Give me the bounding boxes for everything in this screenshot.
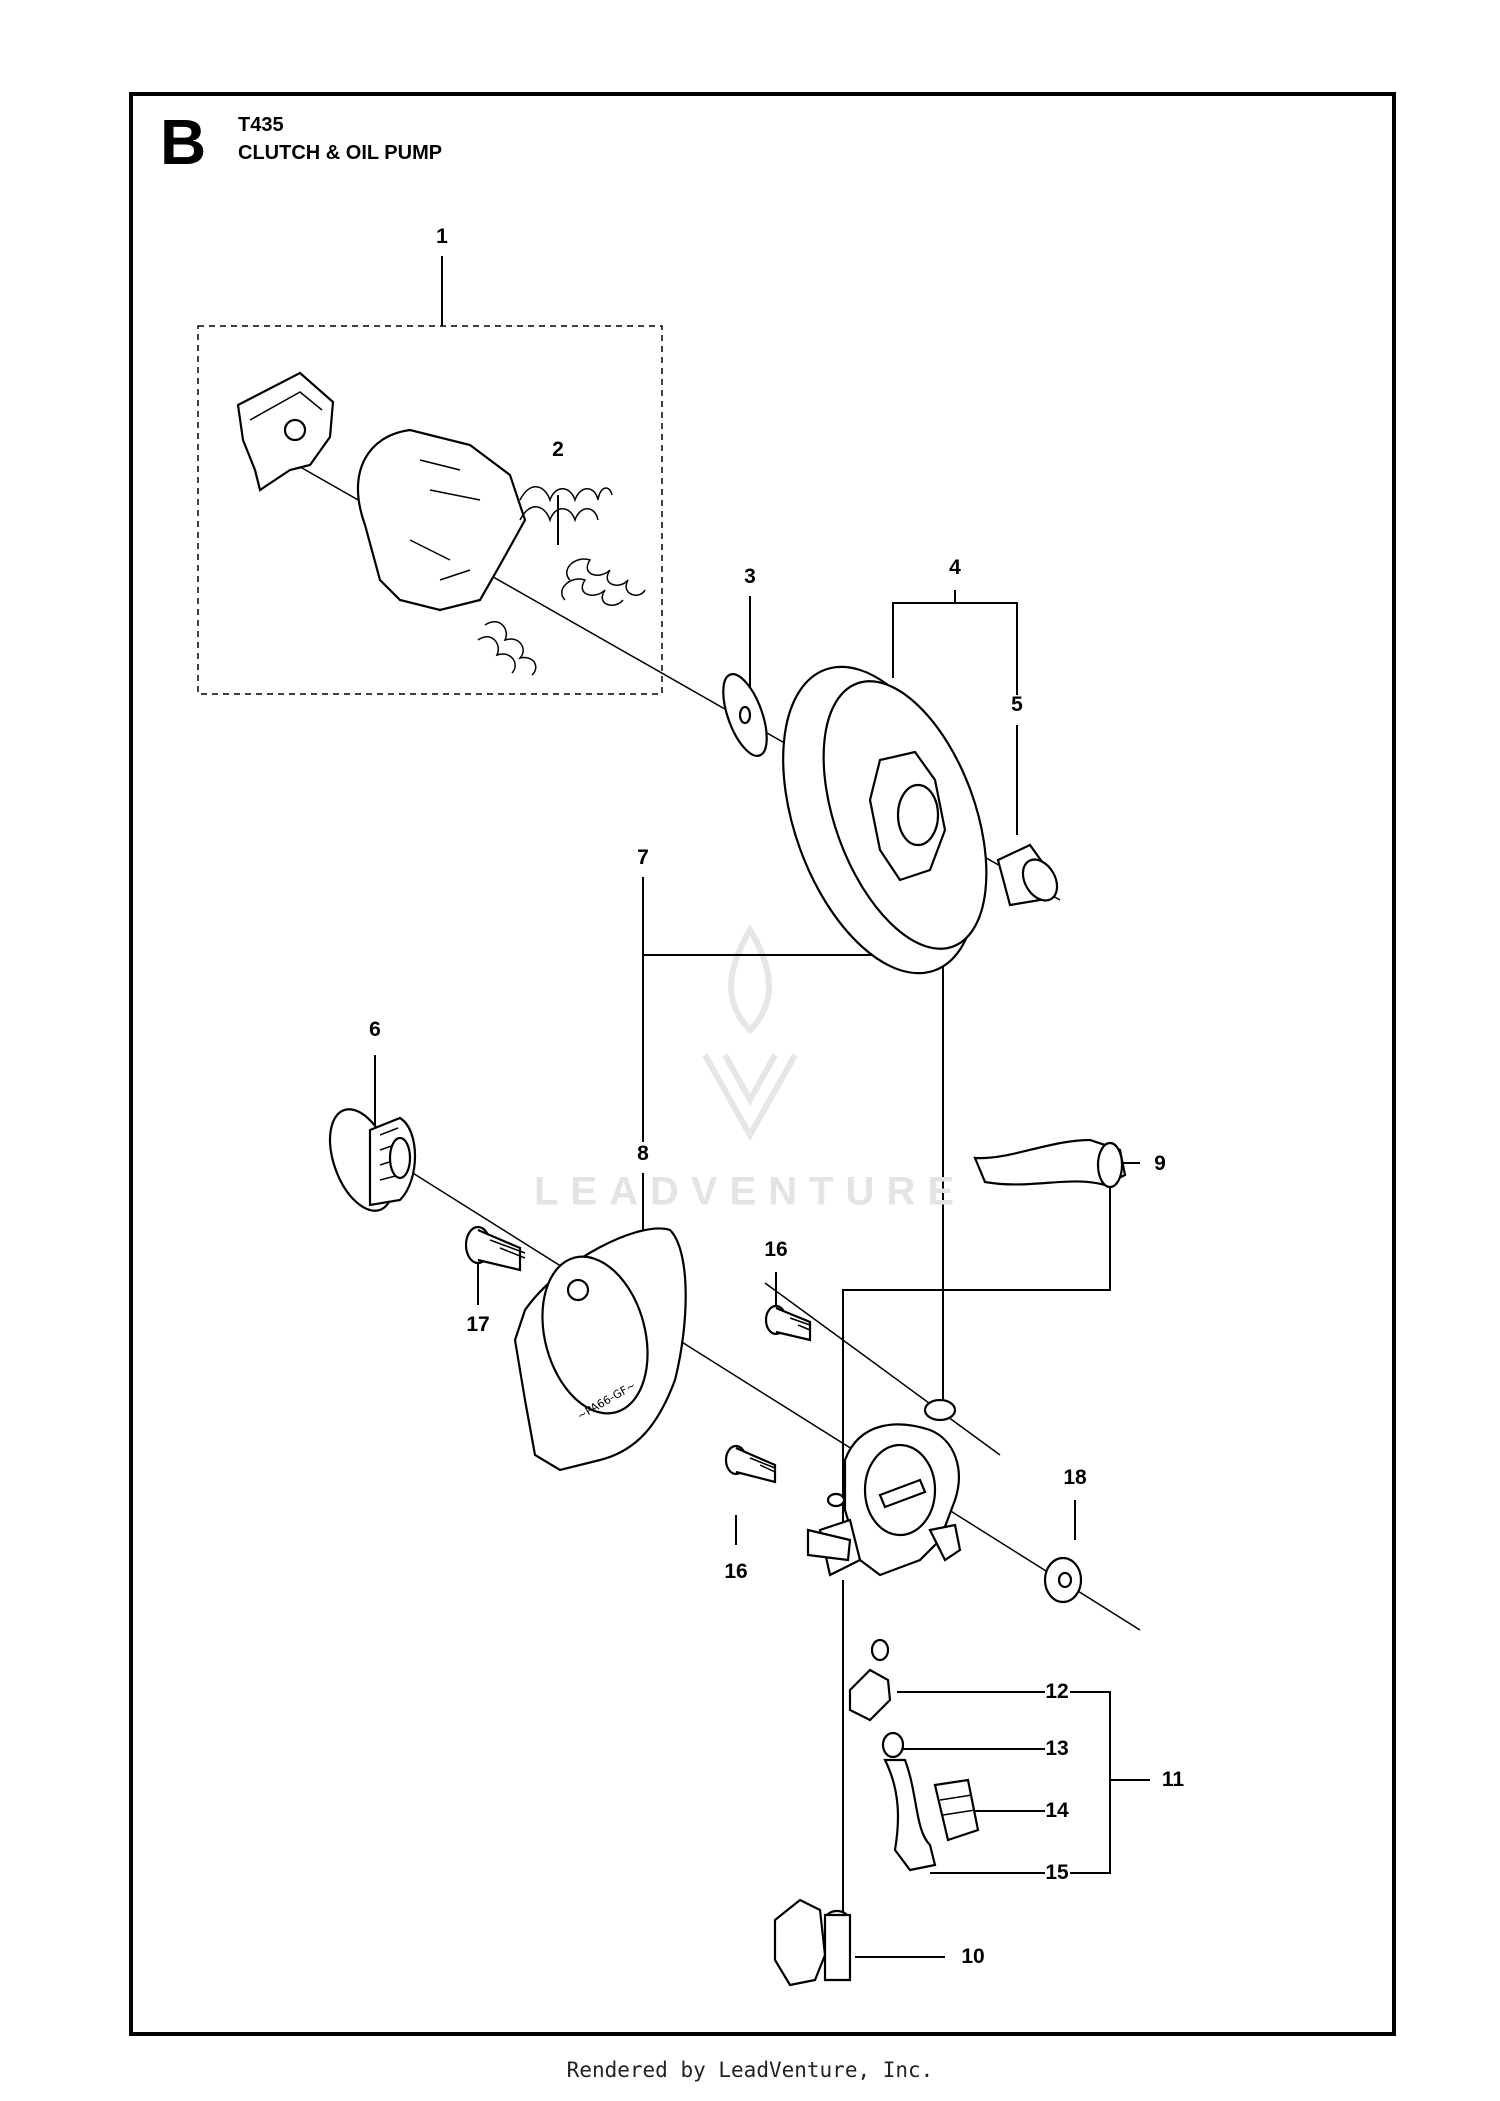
oil-filter xyxy=(933,1778,980,1842)
callout-12[interactable]: 12 xyxy=(1045,1680,1069,1703)
clutch-shoe-left xyxy=(236,371,335,492)
clutch-shoe-center xyxy=(356,428,527,612)
watermark-logo xyxy=(702,924,798,1142)
bolt-16-upper xyxy=(764,1304,812,1342)
callout-9[interactable]: 9 xyxy=(1154,1152,1166,1175)
callout-1[interactable]: 1 xyxy=(436,225,448,248)
suction-hose-fitting xyxy=(848,1638,892,1722)
footer-credit: Rendered by LeadVenture, Inc. xyxy=(566,2058,934,2082)
callout-5[interactable]: 5 xyxy=(1011,693,1023,716)
callout-2[interactable]: 2 xyxy=(552,438,564,461)
callout-18[interactable]: 18 xyxy=(1063,1466,1087,1489)
clutch-assembly-box xyxy=(197,325,663,695)
callout-8[interactable]: 8 xyxy=(637,1142,649,1165)
callout-4[interactable]: 4 xyxy=(949,556,961,579)
callout-3[interactable]: 3 xyxy=(744,565,756,588)
suction-hose xyxy=(883,1758,937,1872)
callout-14[interactable]: 14 xyxy=(1045,1799,1069,1822)
clutch-drum xyxy=(782,665,988,975)
callout-11[interactable]: 11 xyxy=(1161,1768,1185,1791)
callout-17[interactable]: 17 xyxy=(466,1313,490,1336)
section-letter: B xyxy=(160,106,207,178)
bolt-17 xyxy=(464,1225,526,1272)
washer xyxy=(722,673,768,757)
clutch-spring-right xyxy=(561,558,646,606)
watermark-text: LEADVENTURE xyxy=(533,1169,967,1214)
callout-16-upper[interactable]: 16 xyxy=(764,1238,788,1261)
gasket-plate: ~PA66-GF~ xyxy=(513,1227,687,1472)
callout-13[interactable]: 13 xyxy=(1045,1737,1069,1760)
drive-plate xyxy=(328,1108,416,1212)
callout-7[interactable]: 7 xyxy=(637,846,649,869)
callout-10[interactable]: 10 xyxy=(961,1945,985,1968)
diagram-title: CLUTCH & OIL PUMP xyxy=(238,142,443,164)
washer-18 xyxy=(1043,1556,1083,1604)
callout-6[interactable]: 6 xyxy=(369,1018,381,1041)
oil-hose xyxy=(973,1138,1127,1189)
callout-16-lower[interactable]: 16 xyxy=(724,1560,748,1583)
bolt-16-lower xyxy=(724,1444,777,1484)
needle-bearing xyxy=(996,843,1059,907)
check-valve xyxy=(881,1731,905,1759)
clutch-spring-top xyxy=(519,486,613,523)
callout-15[interactable]: 15 xyxy=(1045,1861,1069,1884)
clutch-spring-bottom xyxy=(477,620,537,676)
oil-pump xyxy=(806,1398,962,1577)
elbow-fitting xyxy=(773,1898,852,1987)
model-number: T435 xyxy=(238,114,284,136)
diagram-frame xyxy=(129,92,1396,2036)
